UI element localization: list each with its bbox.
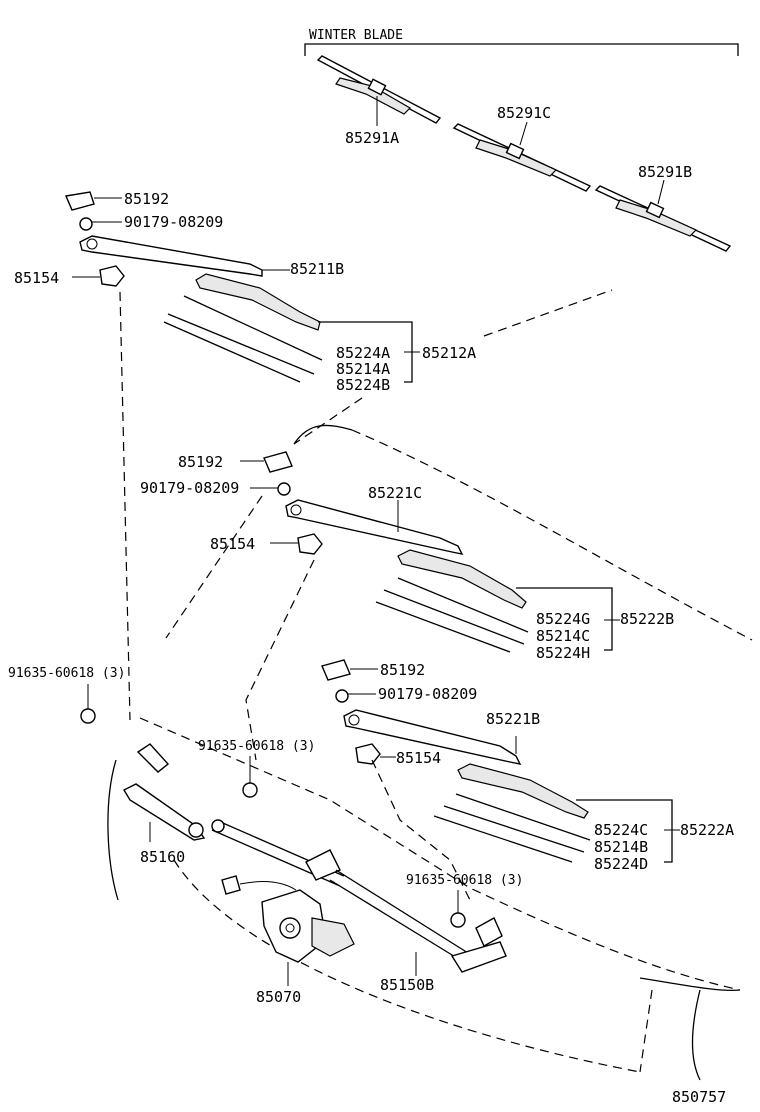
- winter-blade-b-icon: [594, 179, 732, 252]
- part-label-85224a: 85224A: [336, 344, 390, 362]
- nut-icon: [335, 689, 376, 703]
- wiper-blade-icon: [433, 763, 591, 863]
- pivot-cover-icon: [355, 743, 396, 765]
- part-label-85192-3: 85192: [380, 661, 425, 679]
- winter-blade-c-icon: [452, 121, 592, 192]
- winter-blade-label: WINTER BLADE: [309, 28, 403, 43]
- bolt-icon: [450, 890, 466, 928]
- part-label-85221b: 85221B: [486, 710, 540, 728]
- part-label-85291a: 85291A: [345, 129, 399, 147]
- part-label-90179-2: 90179-08209: [140, 479, 239, 497]
- part-label-85154-3: 85154: [396, 749, 441, 767]
- part-label-91635-1: 91635-60618 (3): [8, 666, 125, 681]
- wiper-arm-icon: [79, 235, 290, 277]
- part-label-85154-1: 85154: [14, 269, 59, 287]
- part-label-85192-1: 85192: [124, 190, 169, 208]
- part-label-85214b: 85214B: [594, 838, 648, 856]
- wiper-motor-icon: [221, 875, 355, 963]
- part-label-85291c: 85291C: [497, 104, 551, 122]
- nut-icon: [79, 217, 122, 231]
- bolt-icon: [80, 684, 96, 724]
- bolt-icon: [242, 756, 258, 798]
- cap-icon: [321, 659, 378, 681]
- cap-icon: [65, 191, 122, 211]
- part-label-85224c: 85224C: [594, 821, 648, 839]
- part-label-90179-3: 90179-08209: [378, 685, 477, 703]
- figure-number: 850757: [672, 1088, 726, 1106]
- wiper-blade-icon: [163, 273, 323, 383]
- part-label-85154-2: 85154: [210, 535, 255, 553]
- nut-icon: [250, 482, 291, 496]
- part-label-85214c: 85214C: [536, 627, 590, 645]
- part-label-85224h: 85224H: [536, 644, 590, 662]
- linkage-icon: [123, 743, 507, 973]
- part-label-85224g: 85224G: [536, 610, 590, 628]
- part-label-85212a: 85212A: [422, 344, 476, 362]
- part-label-91635-3: 91635-60618 (3): [406, 873, 523, 888]
- wiper-arm-icon: [343, 709, 522, 765]
- windshield-outline: [107, 289, 753, 1081]
- wiper-blade-icon: [375, 549, 529, 653]
- part-label-85222a: 85222A: [680, 821, 734, 839]
- part-label-85221c: 85221C: [368, 484, 422, 502]
- pivot-cover-icon: [72, 265, 125, 287]
- part-label-91635-2: 91635-60618 (3): [198, 739, 315, 754]
- wiper-arm-icon: [285, 499, 464, 555]
- winter-blade-group: WINTER BLADE: [304, 28, 739, 56]
- part-label-85070: 85070: [256, 988, 301, 1006]
- part-label-85150b: 85150B: [380, 976, 434, 994]
- part-label-85214a: 85214A: [336, 360, 390, 378]
- part-label-85222b: 85222B: [620, 610, 674, 628]
- part-label-85192-2: 85192: [178, 453, 223, 471]
- pivot-cover-icon: [270, 533, 323, 555]
- part-label-85224d: 85224D: [594, 855, 648, 873]
- part-label-85291b: 85291B: [638, 163, 692, 181]
- part-label-90179-1: 90179-08209: [124, 213, 223, 231]
- part-label-85160: 85160: [140, 848, 185, 866]
- winter-blade-a-icon: [316, 55, 442, 126]
- cap-icon: [240, 451, 293, 473]
- part-label-85211b: 85211B: [290, 260, 344, 278]
- part-label-85224b: 85224B: [336, 376, 390, 394]
